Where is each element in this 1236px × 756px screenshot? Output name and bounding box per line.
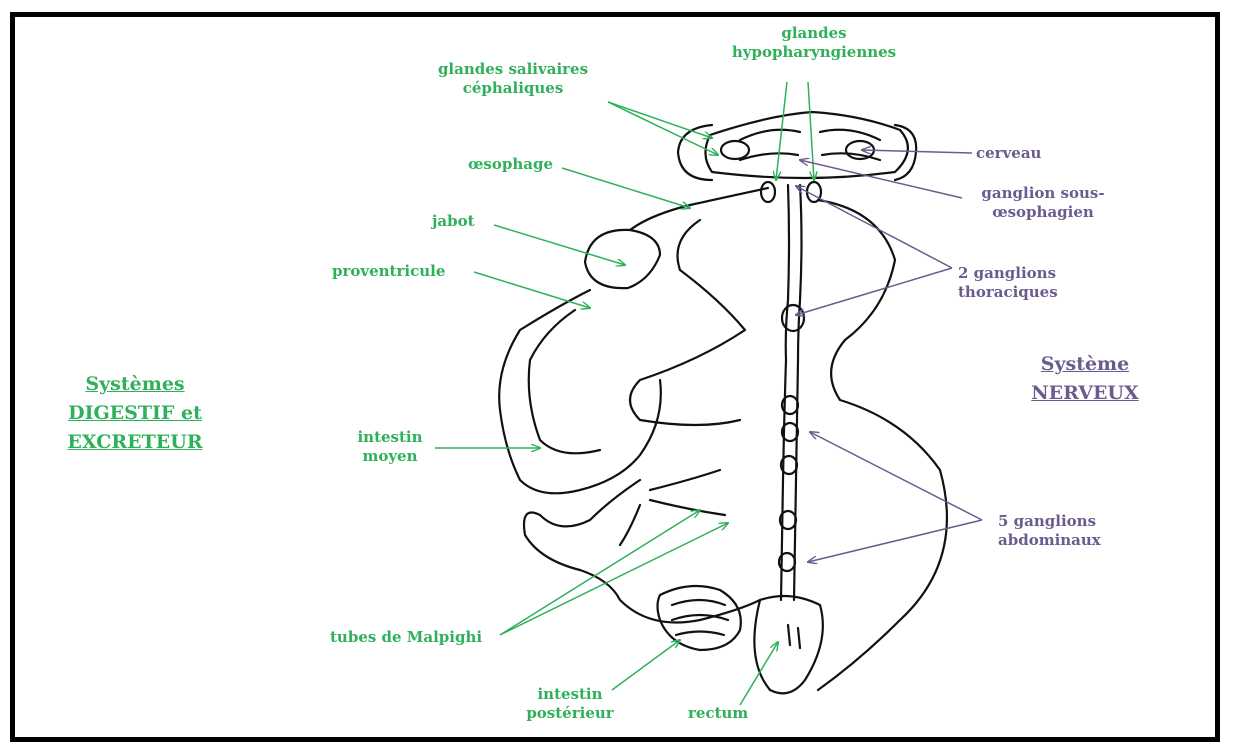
arrow-proventricule [474, 272, 590, 308]
label-ganglion-sous-oesophagien: ganglion sous- œsophagien [968, 184, 1118, 222]
posterior-intestine [658, 586, 741, 650]
label-intestin-posterieur-l1: intestin [520, 685, 620, 704]
label-jabot: jabot [432, 212, 475, 231]
arrow-thoracique-2 [796, 268, 952, 315]
head-outline [705, 112, 907, 178]
label-intestin-moyen-l2: moyen [350, 447, 430, 466]
label-ganglions-abdominaux-l1: 5 ganglions [998, 512, 1101, 531]
label-ganglion-sous-l1: ganglion sous- [968, 184, 1118, 203]
label-ganglions-thoraciques-l1: 2 ganglions [958, 264, 1058, 283]
label-ganglion-sous-l2: œsophagien [968, 203, 1118, 222]
label-cerveau: cerveau [976, 144, 1041, 163]
arrow-thoracique-1 [796, 186, 952, 268]
label-glandes-salivaires: glandes salivaires céphaliques [418, 60, 608, 98]
arrow-ganglion-sous [800, 160, 962, 198]
arrow-hypo-2 [808, 82, 814, 180]
nervous-title-line1: Système [1010, 350, 1160, 379]
label-intestin-posterieur: intestin postérieur [520, 685, 620, 723]
arrow-salivaires-1 [608, 102, 712, 138]
digestive-title-line3: EXCRETEUR [40, 428, 230, 457]
label-intestin-posterieur-l2: postérieur [520, 704, 620, 723]
label-glandes-hypo-l2: hypopharyngiennes [714, 43, 914, 62]
arrow-malpighi-1 [500, 510, 700, 635]
left-gland-cluster [721, 141, 749, 159]
label-rectum: rectum [688, 704, 748, 723]
digestive-title-line2: DIGESTIF et [40, 399, 230, 428]
arrow-malpighi-2 [500, 523, 728, 635]
arrow-hypo-1 [776, 82, 787, 180]
arrow-salivaires-2 [608, 102, 718, 155]
nervous-arrows [796, 150, 982, 562]
label-glandes-salivaires-l2: céphaliques [418, 79, 608, 98]
sub-body-right [807, 182, 821, 202]
label-ganglions-abdominaux-l2: abdominaux [998, 531, 1101, 550]
arrow-abdominal-1 [810, 432, 982, 520]
esophagus [630, 188, 768, 230]
nerve-cord-right [794, 185, 802, 600]
arrow-rectum [740, 642, 778, 705]
digestive-title-line1: Systèmes [40, 370, 230, 399]
label-intestin-moyen: intestin moyen [350, 428, 430, 466]
label-oesophage: œsophage [468, 155, 553, 174]
brain-inner [740, 130, 880, 160]
label-ganglions-thoraciques-l2: thoraciques [958, 283, 1058, 302]
inner-body-curve [630, 220, 745, 425]
label-tubes-malpighi: tubes de Malpighi [330, 628, 482, 647]
malpighi-2 [650, 500, 725, 515]
right-eye [895, 125, 916, 180]
arrow-abdominal-2 [808, 520, 982, 562]
nervous-title-line2: NERVEUX [1010, 379, 1160, 408]
rectum-marks [788, 625, 800, 648]
malpighi-3 [620, 505, 640, 545]
left-eye [678, 125, 712, 180]
label-glandes-salivaires-l1: glandes salivaires [418, 60, 608, 79]
posterior-folds [672, 600, 728, 635]
midgut-outer [499, 290, 661, 493]
label-glandes-hypopharyngiennes: glandes hypopharyngiennes [714, 24, 914, 62]
body-outline [499, 112, 947, 693]
label-proventricule: proventricule [332, 262, 445, 281]
label-glandes-hypo-l1: glandes [714, 24, 914, 43]
arrow-oesophage [562, 168, 690, 208]
malpighi-1 [650, 470, 720, 490]
label-intestin-moyen-l1: intestin [350, 428, 430, 447]
nerve-cord-left [781, 185, 789, 600]
midgut-inner [529, 310, 600, 453]
hindgut-loops [524, 480, 760, 623]
crop [585, 230, 660, 288]
label-ganglions-abdominaux: 5 ganglions abdominaux [998, 512, 1101, 550]
label-ganglions-thoraciques: 2 ganglions thoraciques [958, 264, 1058, 302]
digestive-system-title: Systèmes DIGESTIF et EXCRETEUR [40, 370, 230, 457]
arrow-intestin-posterieur [612, 640, 680, 690]
rectum-shape [754, 596, 822, 693]
right-body-outline [818, 200, 947, 690]
sub-body-left [761, 182, 775, 202]
arrow-jabot [494, 225, 625, 265]
nervous-system-title: Système NERVEUX [1010, 350, 1160, 408]
thoracic-ganglion [782, 305, 804, 331]
